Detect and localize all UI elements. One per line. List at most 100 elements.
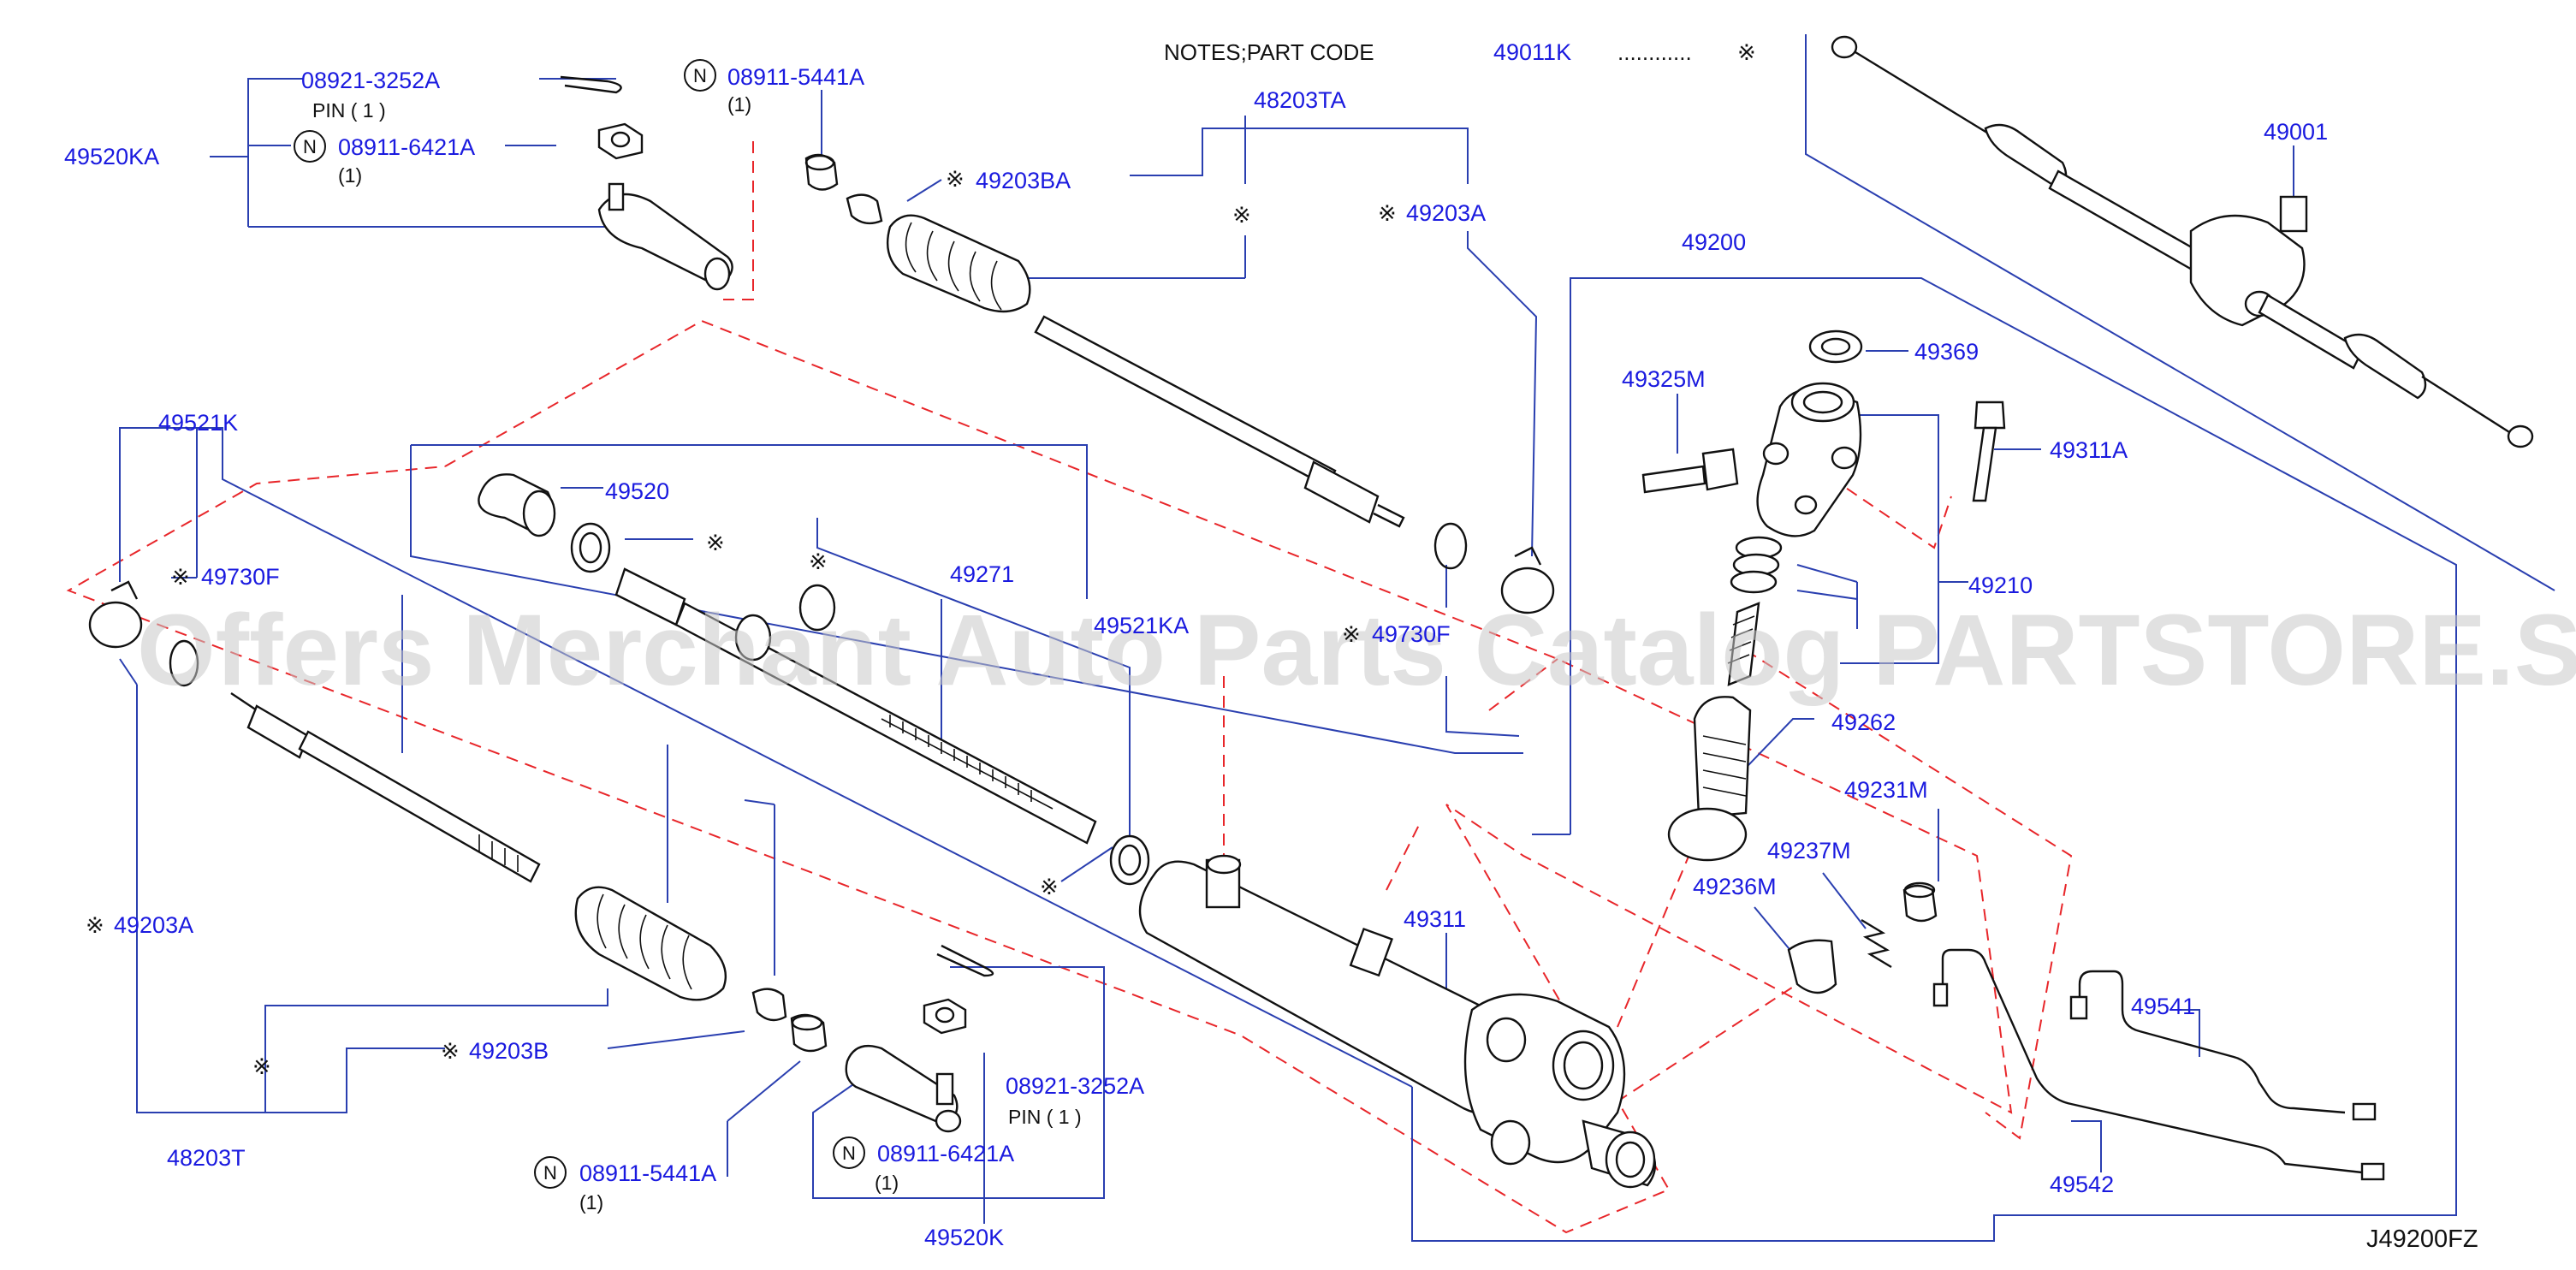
notes-part-code-label: NOTES;PART CODE xyxy=(1164,39,1374,65)
valve-housing-49210 xyxy=(1756,382,1862,537)
label-49231M[interactable]: 49231M xyxy=(1844,777,1928,803)
dust-seal-49369 xyxy=(1808,329,1863,364)
label-49521K[interactable]: 49521K xyxy=(158,410,238,436)
label-08921-3252A-top[interactable]: 08921-3252A xyxy=(301,68,440,93)
o-ring-mid xyxy=(1433,522,1468,570)
label-48203T[interactable]: 48203T xyxy=(167,1145,246,1171)
outer-tie-rod-top xyxy=(597,182,733,291)
boot-left xyxy=(574,886,727,1001)
notes-code: 49011K xyxy=(1493,39,1571,65)
leader-49200 xyxy=(1411,277,2457,1242)
ref-mark-49730F-mid: ※ xyxy=(1342,621,1361,647)
notes-mark: ※ xyxy=(1737,39,1756,65)
nut-top xyxy=(597,122,644,160)
label-49271[interactable]: 49271 xyxy=(950,561,1014,587)
n-symbol-5441-top: N xyxy=(684,59,716,92)
rack-49271 xyxy=(674,602,1097,845)
label-49311[interactable]: 49311 xyxy=(1404,906,1466,932)
label-49520[interactable]: 49520 xyxy=(605,478,669,504)
ref-mark-seal-mid: ※ xyxy=(809,549,828,574)
label-qty-5441-top: (1) xyxy=(727,93,751,116)
pipe-outline xyxy=(1745,650,2073,1140)
label-49325M[interactable]: 49325M xyxy=(1622,366,1706,392)
label-49203A-top[interactable]: 49203A xyxy=(1406,200,1486,226)
label-49521KA[interactable]: 49521KA xyxy=(1094,613,1189,638)
leader-49203A-top xyxy=(1467,231,1538,557)
seal-left xyxy=(570,522,611,573)
ref-mark-48203TA: ※ xyxy=(1232,202,1251,228)
label-qty-6421-bottom: (1) xyxy=(875,1172,899,1194)
valve-outline xyxy=(1813,466,1952,549)
label-49203A-left[interactable]: 49203A xyxy=(114,912,193,938)
svg-text:N: N xyxy=(303,136,317,157)
center-guide-5 xyxy=(1488,658,1558,711)
outer-tie-rod-top-outline xyxy=(723,141,754,300)
leader-49210 xyxy=(1840,414,1939,664)
label-49730F-mid[interactable]: 49730F xyxy=(1372,621,1451,647)
label-49262[interactable]: 49262 xyxy=(1831,709,1896,735)
seal-mid xyxy=(798,584,836,632)
label-48203TA[interactable]: 48203TA xyxy=(1254,87,1346,113)
label-49210[interactable]: 49210 xyxy=(1968,573,2033,598)
leader-48203TA xyxy=(1130,128,1469,184)
label-49730F-left[interactable]: 49730F xyxy=(201,564,280,590)
ref-mark-seal-right: ※ xyxy=(1040,874,1059,899)
cotter-pin-top xyxy=(560,75,622,94)
svg-text:N: N xyxy=(693,65,707,86)
ref-mark-49203A-left: ※ xyxy=(86,912,104,938)
inner-tie-rod-top xyxy=(1034,315,1405,528)
label-08911-6421A-bottom[interactable]: 08911-6421A xyxy=(877,1141,1014,1166)
seal-right xyxy=(1109,834,1150,886)
pipe-49542 xyxy=(2069,970,2346,1114)
label-08921-3252A-bottom[interactable]: 08921-3252A xyxy=(1006,1073,1144,1099)
label-08911-5441A-top[interactable]: 08911-5441A xyxy=(727,64,864,90)
label-49369[interactable]: 49369 xyxy=(1914,339,1979,365)
label-49520K[interactable]: 49520K xyxy=(924,1225,1004,1250)
label-08911-6421A-top[interactable]: 08911-6421A xyxy=(338,134,475,160)
bushing-bottom xyxy=(790,1013,828,1053)
label-49542[interactable]: 49542 xyxy=(2050,1172,2114,1197)
bolt-49311A xyxy=(1972,401,2006,502)
ref-mark-49730F-left: ※ xyxy=(171,564,190,590)
label-pin-top: PIN ( 1 ) xyxy=(312,99,386,122)
ref-mark-49203BA: ※ xyxy=(946,166,965,192)
bushing-top xyxy=(804,153,839,191)
boot-top xyxy=(887,214,1031,313)
cotter-pin-bottom xyxy=(936,944,994,977)
label-49203BA[interactable]: 49203BA xyxy=(976,168,1071,193)
center-guide-2 xyxy=(1386,821,1422,891)
label-49236M[interactable]: 49236M xyxy=(1693,874,1777,899)
svg-text:N: N xyxy=(543,1162,557,1184)
center-guide-4 xyxy=(1600,983,1798,1113)
spring-49237M xyxy=(1861,918,1892,969)
gear-housing-49311 xyxy=(1138,854,1657,1189)
leader-48203T xyxy=(136,685,445,1113)
label-pin-bottom: PIN ( 1 ) xyxy=(1008,1106,1082,1128)
label-49311A[interactable]: 49311A xyxy=(2050,437,2128,463)
bush-49520 xyxy=(478,473,556,537)
ref-mark-49203A-top: ※ xyxy=(1378,200,1397,226)
label-49237M[interactable]: 49237M xyxy=(1767,838,1851,863)
label-49001[interactable]: 49001 xyxy=(2264,119,2328,145)
label-49520KA[interactable]: 49520KA xyxy=(64,144,159,169)
outer-tie-rod-bottom xyxy=(845,1044,962,1133)
n-symbol-6421-bottom: N xyxy=(833,1136,865,1169)
label-49541[interactable]: 49541 xyxy=(2131,994,2195,1019)
label-49203B[interactable]: 49203B xyxy=(469,1038,549,1064)
pinion-gear-49262 xyxy=(1667,696,1752,862)
pinion-shaft xyxy=(1727,602,1760,686)
label-qty-6421-top: (1) xyxy=(338,164,362,187)
pipe-49541 xyxy=(1932,948,2363,1174)
seal-ring-stack xyxy=(1730,536,1783,594)
clamp-left xyxy=(88,580,143,649)
leader-lines-group xyxy=(119,34,2555,1242)
ref-mark-49203B: ※ xyxy=(441,1038,460,1064)
pipe-fitting-right-1 xyxy=(2352,1102,2377,1121)
label-08911-5441A-bottom[interactable]: 08911-5441A xyxy=(579,1160,716,1186)
nut-bottom xyxy=(923,998,967,1035)
ref-mark-seal-left: ※ xyxy=(706,530,725,555)
inner-tie-rod-left xyxy=(230,692,541,883)
leader-49520K xyxy=(812,966,1105,1199)
bolt-49325M xyxy=(1641,448,1739,494)
label-49200[interactable]: 49200 xyxy=(1682,229,1746,255)
